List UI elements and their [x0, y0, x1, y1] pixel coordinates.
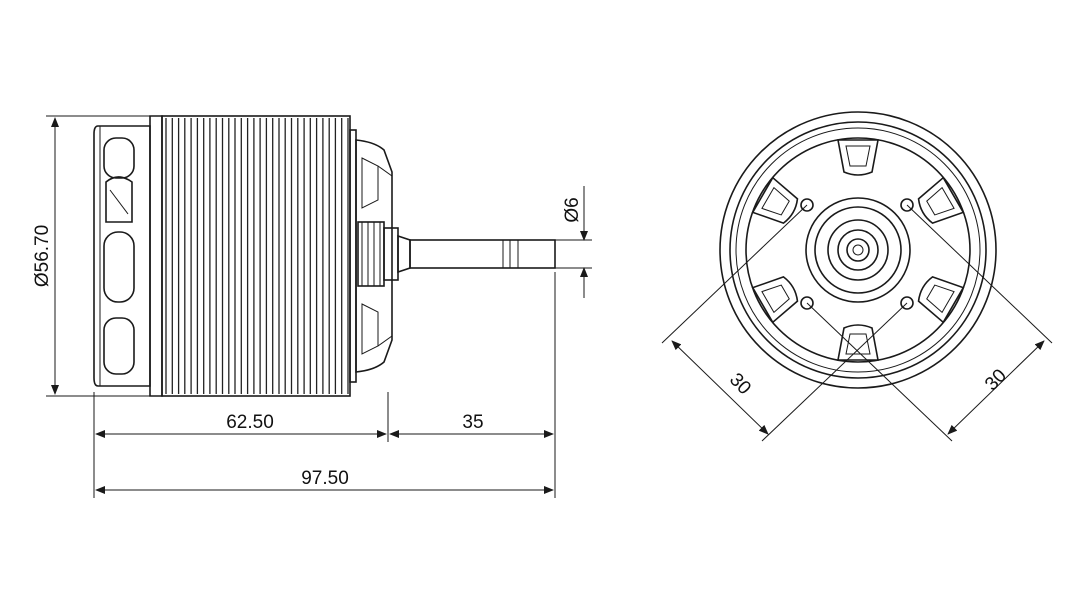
front-cooling-windows [751, 139, 965, 361]
hole-spacing-left-dimension: 30 [661, 204, 908, 442]
front-view [719, 111, 997, 389]
cooling-window [751, 176, 799, 225]
cooling-fins [165, 118, 349, 394]
shaft [409, 239, 556, 269]
shaft-diameter-dimension: Ø6 [555, 186, 592, 298]
cooling-window [837, 324, 879, 361]
bearing-hub [805, 197, 911, 303]
total-length-label: 97.50 [301, 468, 349, 489]
hole-spacing-left-label: 30 [725, 369, 755, 399]
hole-spacing-right-dimension: 30 [806, 204, 1053, 442]
shaft-length-label: 35 [462, 412, 483, 433]
mounting-hole [800, 198, 814, 212]
bell-end-cap [93, 125, 151, 387]
cooling-window [837, 139, 879, 176]
mounting-hole [900, 198, 914, 212]
front-housing [349, 129, 411, 383]
length-dimensions: 62.50 35 97.50 [93, 272, 556, 498]
cooling-window [917, 176, 965, 225]
mounting-hole [900, 296, 914, 310]
mounting-hole [800, 296, 814, 310]
hole-spacing-right-label: 30 [981, 365, 1011, 395]
diameter-dimension: Ø56.70 [32, 115, 160, 397]
cooling-window [917, 275, 965, 324]
finned-body [161, 115, 351, 397]
shaft-diameter-label: Ø6 [562, 197, 583, 222]
diameter-label: Ø56.70 [32, 225, 53, 287]
mounting-holes [800, 198, 914, 310]
side-view [93, 115, 556, 397]
body-length-label: 62.50 [226, 412, 274, 433]
cooling-window [751, 275, 799, 324]
